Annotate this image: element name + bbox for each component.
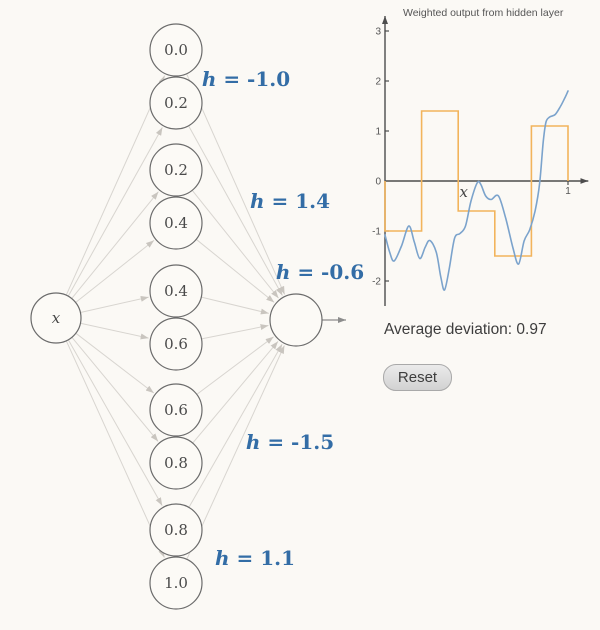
average-deviation-text: Average deviation: 0.97 [384,321,547,338]
h-value-label-2: h = -0.6 [276,260,364,284]
reset-button[interactable]: Reset [383,364,452,391]
h-value-label-3: h = -1.5 [246,430,334,454]
hidden-node-1[interactable] [149,76,203,130]
h-value-label-1: h = 1.4 [250,189,330,213]
y-tick-label: 3 [375,27,381,38]
edge [65,340,165,558]
hidden-output-step-series [384,110,569,257]
hidden-node-9[interactable] [149,556,203,610]
edge [71,336,159,442]
edge [188,125,283,296]
hidden-node-7[interactable] [149,436,203,490]
y-tick-label: -2 [372,277,381,288]
chart-title: Weighted output from hidden layer [403,7,564,19]
hidden-output-chart: 3 2 1 0 -1 -2 1 x Weighted output from hidden l… [372,7,589,306]
hidden-node-5-label: 0.6 [164,335,188,353]
edge [75,332,155,394]
hidden-node-6[interactable] [149,383,203,437]
edge [71,191,159,299]
network-diagram: x 0.0 0.2 0.2 0.4 0.4 0.6 0.6 0.8 0.8 1.0 h = -1.0 h… [30,23,364,610]
hidden-node-8-label: 0.8 [164,521,188,539]
hidden-node-7-label: 0.8 [164,454,188,472]
edge [188,344,283,508]
edge [75,240,155,303]
edge [67,339,163,506]
edge [196,336,274,395]
x-tick-label: 1 [565,186,571,197]
edge [201,296,269,315]
hidden-node-3-label: 0.4 [164,214,188,232]
y-tick-label: 0 [375,177,381,188]
edge [65,75,166,296]
edge [186,73,286,295]
edge [80,322,149,340]
hidden-node-0-label: 0.0 [164,41,188,59]
x-axis-label: x [459,183,468,201]
edge [201,324,269,340]
output-node[interactable] [269,293,323,347]
edge [80,295,149,313]
hidden-node-6-label: 0.6 [164,401,188,419]
hidden-node-4-label: 0.4 [164,282,188,300]
edge [195,238,275,303]
hidden-node-2[interactable] [149,143,203,197]
hidden-node-9-label: 1.0 [164,574,188,592]
input-node-label: x [52,309,61,327]
hidden-node-2-label: 0.2 [164,161,188,179]
y-tick-label: 2 [375,77,381,88]
edge [186,345,285,560]
h-value-label-0: h = -1.0 [202,67,290,91]
hidden-node-8[interactable] [149,503,203,557]
y-tick-label: -1 [372,227,381,238]
hidden-node-0[interactable] [149,23,203,77]
hidden-node-5[interactable] [149,317,203,371]
hidden-node-1-label: 0.2 [164,94,188,112]
edge [192,341,279,444]
hidden-node-4[interactable] [149,264,203,318]
hidden-node-3[interactable] [149,196,203,250]
edge [191,189,279,299]
target-function-curve [384,90,569,291]
y-tick-label: 1 [375,127,381,138]
input-node [30,292,82,344]
edge [67,127,163,297]
h-value-label-4: h = 1.1 [215,546,295,570]
